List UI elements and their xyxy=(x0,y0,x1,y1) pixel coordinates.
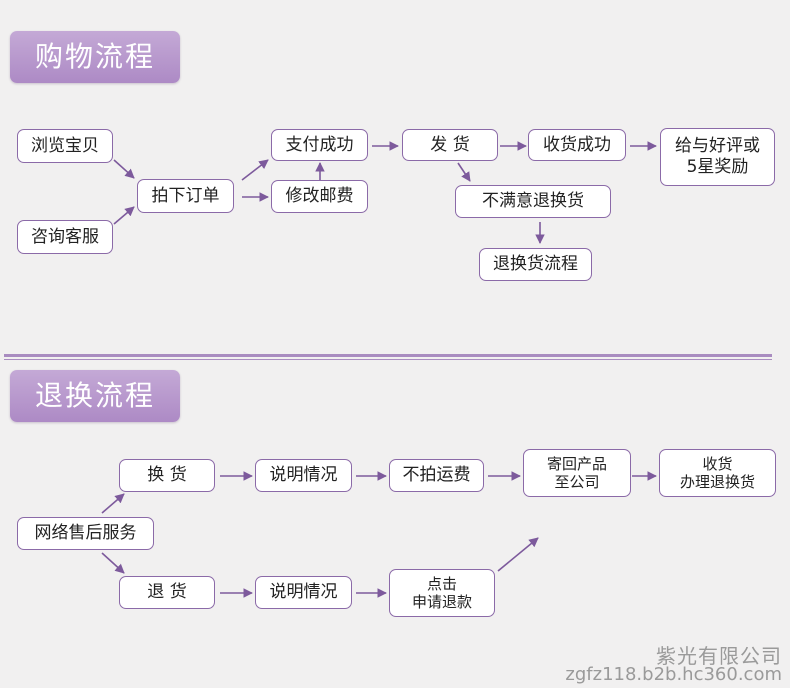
click-line-2: 申请退款 xyxy=(411,593,472,611)
node-exchange: 换 货 xyxy=(119,459,215,492)
node-consult: 咨询客服 xyxy=(17,220,113,254)
section-divider xyxy=(4,354,772,357)
watermark-company: 紫光有限公司 xyxy=(656,644,782,668)
arrow-service-to-exchange xyxy=(101,493,125,514)
arrow-consult-to-order xyxy=(113,206,135,225)
node-after-sales-service: 网络售后服务 xyxy=(17,517,154,550)
mail-line-1: 寄回产品 xyxy=(546,454,607,473)
arrow-click-to-mail xyxy=(497,537,539,572)
node-mail-back: 寄回产品 至公司 xyxy=(523,449,631,497)
arrow-ship-to-unsatisfied xyxy=(457,162,471,182)
node-explain-refund: 说明情况 xyxy=(255,576,352,609)
node-receive-success: 收货成功 xyxy=(528,129,626,161)
node-return-process: 退换货流程 xyxy=(479,248,592,281)
receive-line-2: 办理退换货 xyxy=(679,473,755,491)
node-explain-exchange: 说明情况 xyxy=(255,459,352,492)
node-review-reward: 给与好评或 5星奖励 xyxy=(660,128,775,186)
node-modify-postage: 修改邮费 xyxy=(271,180,368,213)
click-line-1: 点击 xyxy=(426,574,457,593)
node-ship: 发 货 xyxy=(402,129,498,161)
node-place-order: 拍下订单 xyxy=(137,179,234,213)
node-apply-refund: 点击 申请退款 xyxy=(389,569,495,617)
review-line-1: 给与好评或 xyxy=(675,136,760,157)
arrow-browse-to-order xyxy=(113,159,135,179)
arrow-order-to-pay xyxy=(241,159,269,181)
receive-line-1: 收货 xyxy=(702,454,733,473)
watermark-site: zgfz118.b2b.hc360.com xyxy=(565,664,782,685)
arrow-service-to-refund xyxy=(101,552,125,574)
node-unsatisfied: 不满意退换货 xyxy=(455,185,611,218)
shopping-process-title: 购物流程 xyxy=(10,31,180,83)
review-line-2: 5星奖励 xyxy=(686,157,749,177)
section-divider-thin xyxy=(4,359,772,360)
node-receive-process: 收货 办理退换货 xyxy=(659,449,776,497)
mail-line-2: 至公司 xyxy=(554,473,600,491)
node-refund: 退 货 xyxy=(119,576,215,609)
node-pay-success: 支付成功 xyxy=(271,129,368,161)
return-process-title: 退换流程 xyxy=(10,370,180,422)
node-browse: 浏览宝贝 xyxy=(17,129,113,163)
node-no-freight: 不拍运费 xyxy=(389,459,484,492)
